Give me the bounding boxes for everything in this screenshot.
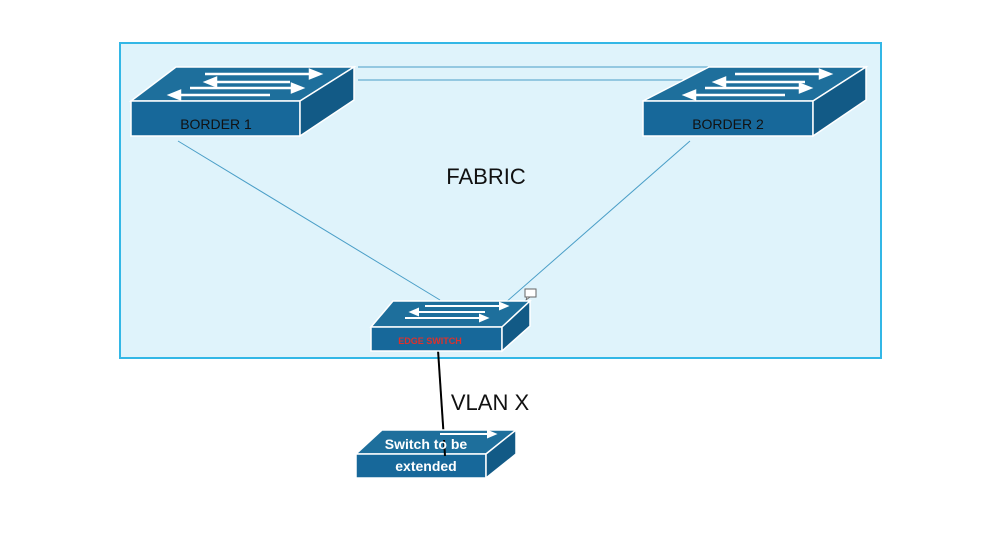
network-switch-icon <box>405 301 510 323</box>
border1-switch[interactable]: BORDER 1 <box>128 65 357 138</box>
link-border1-edge <box>177 140 441 301</box>
border1-side-face <box>299 65 355 138</box>
edge-side-face <box>501 299 531 353</box>
extended-switch[interactable]: Switch to be extended <box>354 428 519 480</box>
edge-label: EDGE SWITCH <box>398 336 462 346</box>
network-switch-icon <box>440 429 498 439</box>
border2-switch[interactable]: BORDER 2 <box>642 65 869 138</box>
extended-side-face <box>485 428 517 480</box>
network-switch-icon <box>681 68 834 101</box>
edge-switch[interactable]: EDGE SWITCH <box>369 299 532 353</box>
vlan-link-overlay <box>443 439 446 457</box>
extended-label-line2: extended <box>395 458 456 474</box>
border2-front-face <box>642 100 814 137</box>
extended-label-line1: Switch to be <box>385 436 468 452</box>
vlan-label: VLAN X <box>451 390 530 415</box>
fabric-links <box>177 66 716 304</box>
border2-side-face <box>812 65 867 138</box>
speech-bubble-icon[interactable] <box>524 288 537 302</box>
link-border2-edge <box>504 140 691 304</box>
border1-front-face <box>130 100 301 137</box>
border2-label: BORDER 2 <box>692 116 764 132</box>
extended-front-face <box>355 453 487 479</box>
border1-label: BORDER 1 <box>180 116 252 132</box>
fabric-label: FABRIC <box>446 164 526 189</box>
network-switch-icon <box>166 68 324 101</box>
